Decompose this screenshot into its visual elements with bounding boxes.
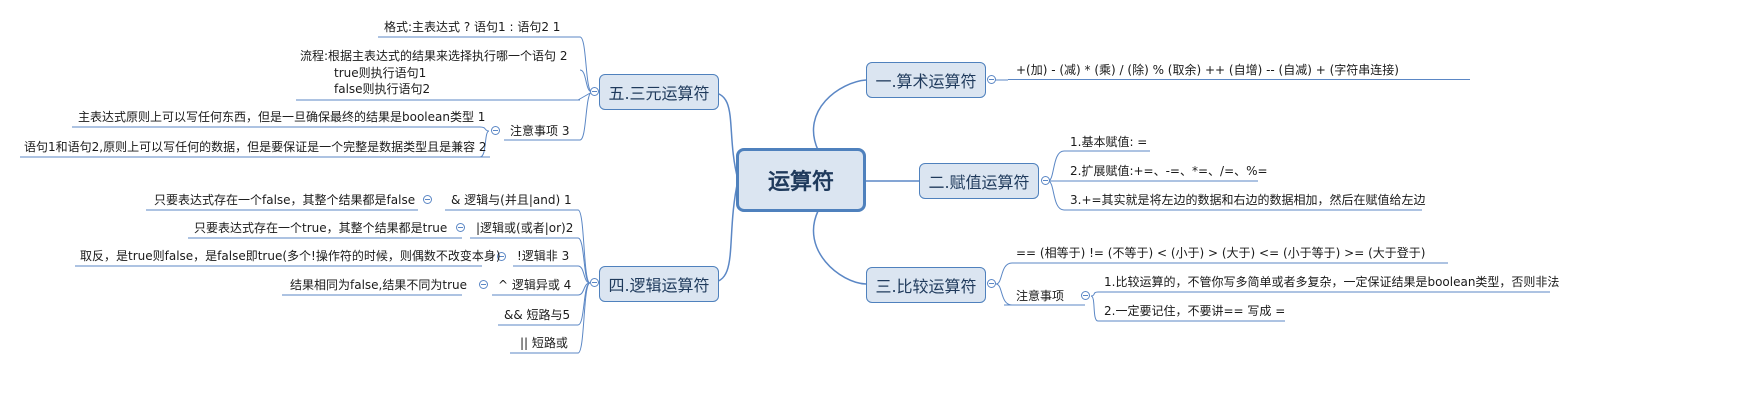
logic-item-or[interactable]: |逻辑或(或者|or)2 <box>476 221 574 235</box>
assign-item-basic[interactable]: 1.基本赋值: = <box>1070 135 1148 149</box>
node-ternary-label: 五.三元运算符 <box>608 84 710 103</box>
node-assignment-label: 二.赋值运算符 <box>928 173 1030 192</box>
collapse-logic-xor-icon[interactable] <box>479 280 488 289</box>
logic-item-and-detail[interactable]: 只要表达式存在一个false，其整个结果都是false <box>154 193 416 207</box>
node-assignment-operators[interactable]: 二.赋值运算符 <box>919 163 1039 199</box>
collapse-logic-not-icon[interactable] <box>497 252 506 261</box>
compare-note-item-2[interactable]: 2.一定要记住，不要讲== 写成 = <box>1104 304 1286 318</box>
collapse-logic-and-icon[interactable] <box>423 195 432 204</box>
ternary-flow-line1[interactable]: 流程:根据主表达式的结果来选择执行哪一个语句 2 <box>300 49 568 63</box>
collapse-logic-or-icon[interactable] <box>456 223 465 232</box>
collapse-assign-icon[interactable] <box>1041 176 1050 185</box>
node-arithmetic-label: 一.算术运算符 <box>875 72 977 91</box>
root-label: 运算符 <box>767 170 834 195</box>
assign-item-extended[interactable]: 2.扩展赋值:+=、-=、*=、/=、%= <box>1070 164 1268 178</box>
logic-item-and[interactable]: & 逻辑与(并且|and) 1 <box>451 193 572 207</box>
collapse-compare-icon[interactable] <box>987 279 996 288</box>
compare-note-label[interactable]: 注意事项 <box>1016 289 1065 303</box>
logic-item-xor[interactable]: ^ 逻辑异或 4 <box>498 278 572 292</box>
logic-item-short-or[interactable]: || 短路或 <box>520 336 568 350</box>
ternary-format[interactable]: 格式:主表达式 ? 语句1 : 语句2 1 <box>384 20 561 34</box>
node-logical-label: 四.逻辑运算符 <box>608 276 710 295</box>
collapse-logic-icon[interactable] <box>590 278 599 287</box>
root-node[interactable]: 运算符 <box>736 148 866 212</box>
logic-item-xor-detail[interactable]: 结果相同为false,结果不同为true <box>290 278 467 292</box>
collapse-compare-note-icon[interactable] <box>1081 291 1090 300</box>
compare-note-item-1[interactable]: 1.比较运算的，不管你写多简单或者多复杂，一定保证结果是boolean类型，否则… <box>1104 275 1560 289</box>
compare-item-ops[interactable]: == (相等于) != (不等于) < (小于) > (大于) <= (小于等于… <box>1016 246 1426 260</box>
node-comparison-operators[interactable]: 三.比较运算符 <box>866 267 986 303</box>
node-ternary-operator[interactable]: 五.三元运算符 <box>599 74 719 110</box>
ternary-note-label[interactable]: 注意事项 3 <box>510 124 570 138</box>
ternary-note-item-2[interactable]: 语句1和语句2,原则上可以写任何的数据，但是要保证是一个完整是数据类型且是兼容 … <box>24 140 487 154</box>
collapse-ternary-icon[interactable] <box>590 87 599 96</box>
collapse-ternary-note-icon[interactable] <box>491 126 500 135</box>
node-arithmetic-operators[interactable]: 一.算术运算符 <box>866 62 986 98</box>
assign-item-explain[interactable]: 3.+=其实就是将左边的数据和右边的数据相加，然后在赋值给左边 <box>1070 193 1426 207</box>
logic-item-not[interactable]: !逻辑非 3 <box>517 249 570 263</box>
logic-item-not-detail[interactable]: 取反，是true则false，是false即true(多个!操作符的时候，则偶数… <box>80 249 501 263</box>
ternary-flow-line3: false则执行语句2 <box>334 82 431 96</box>
ternary-flow-line2: true则执行语句1 <box>334 66 427 80</box>
arith-item[interactable]: +(加) - (减) * (乘) / (除) % (取余) ++ (自增) --… <box>1016 63 1399 77</box>
logic-item-short-and[interactable]: && 短路与5 <box>504 308 571 322</box>
logic-item-or-detail[interactable]: 只要表达式存在一个true，其整个结果都是true <box>194 221 448 235</box>
collapse-arith-icon[interactable] <box>987 75 996 84</box>
node-logical-operators[interactable]: 四.逻辑运算符 <box>599 266 719 302</box>
node-comparison-label: 三.比较运算符 <box>875 277 977 296</box>
ternary-note-item-1[interactable]: 主表达式原则上可以写任何东西，但是一旦确保最终的结果是boolean类型 1 <box>78 110 486 124</box>
